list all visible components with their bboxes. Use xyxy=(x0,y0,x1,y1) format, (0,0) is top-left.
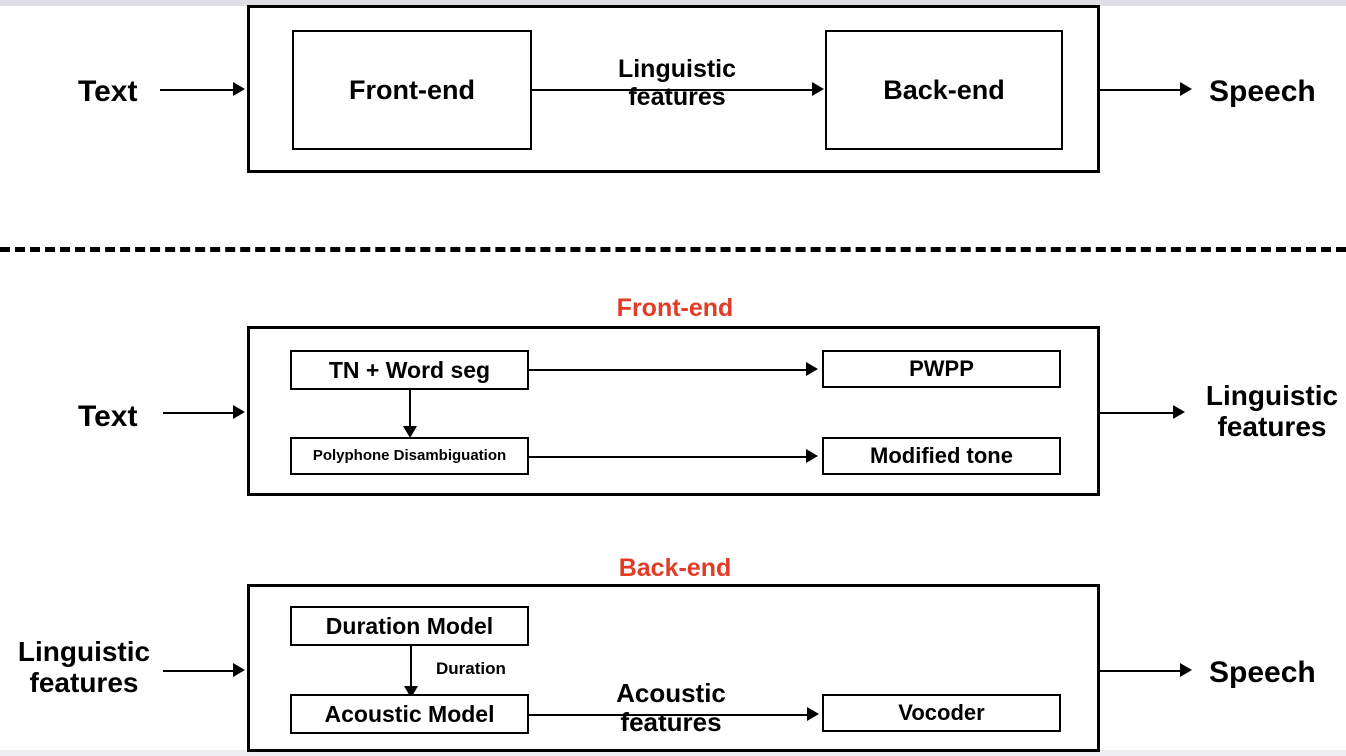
backend-output-arrow-line xyxy=(1100,670,1182,672)
frontend-output-arrow-line xyxy=(1100,412,1175,414)
backend-block-duration-model: Duration Model xyxy=(290,606,529,646)
overview-block-front-end: Front-end xyxy=(292,30,532,150)
frontend-output-arrowhead-icon xyxy=(1173,405,1185,419)
frontend-output-label: Linguistic features xyxy=(1205,380,1339,443)
backend-input-arrow-line xyxy=(163,670,234,672)
overview-input-label: Text xyxy=(78,75,138,108)
top-edge-strip xyxy=(0,0,1346,6)
frontend-polyphone-to-tone-line xyxy=(529,456,807,458)
overview-input-arrowhead-icon xyxy=(233,82,245,96)
backend-input-arrowhead-icon xyxy=(233,663,245,677)
backend-block-acoustic-model: Acoustic Model xyxy=(290,694,529,734)
frontend-block-pwpp: PWPP xyxy=(822,350,1061,388)
backend-block-vocoder: Vocoder xyxy=(822,694,1061,732)
frontend-tn-to-pwpp-line xyxy=(529,369,807,371)
overview-edge-label: Linguistic features xyxy=(617,55,737,111)
backend-input-label: Linguistic features xyxy=(17,636,151,699)
frontend-tn-to-polyphone-arrowhead-icon xyxy=(403,426,417,438)
frontend-tn-to-polyphone-line xyxy=(409,390,411,428)
frontend-input-arrow-line xyxy=(163,412,234,414)
backend-output-arrowhead-icon xyxy=(1180,663,1192,677)
frontend-block-tn-word-seg: TN + Word seg xyxy=(290,350,529,390)
overview-edge-line xyxy=(532,89,814,91)
bottom-edge-strip xyxy=(0,750,1346,756)
backend-heading: Back-end xyxy=(618,554,732,582)
overview-input-arrow-line xyxy=(160,89,234,91)
backend-duration-line xyxy=(410,646,412,688)
frontend-input-label: Text xyxy=(78,400,138,433)
overview-edge-arrowhead-icon xyxy=(812,82,824,96)
overview-output-label: Speech xyxy=(1209,75,1316,108)
frontend-polyphone-to-tone-arrowhead-icon xyxy=(806,449,818,463)
frontend-block-modified-tone: Modified tone xyxy=(822,437,1061,475)
section-divider xyxy=(0,247,1346,252)
frontend-block-polyphone-disambiguation: Polyphone Disambiguation xyxy=(290,437,529,475)
backend-acoustic-features-label: Acoustic features xyxy=(616,678,726,738)
backend-acoustic-to-vocoder-line xyxy=(529,714,809,716)
frontend-heading: Front-end xyxy=(616,294,734,322)
overview-output-arrow-line xyxy=(1100,89,1182,91)
backend-output-label: Speech xyxy=(1209,656,1316,689)
backend-acoustic-to-vocoder-arrowhead-icon xyxy=(807,707,819,721)
backend-duration-edge-label: Duration xyxy=(436,659,506,678)
frontend-tn-to-pwpp-arrowhead-icon xyxy=(806,362,818,376)
overview-block-back-end: Back-end xyxy=(825,30,1063,150)
overview-output-arrowhead-icon xyxy=(1180,82,1192,96)
frontend-input-arrowhead-icon xyxy=(233,405,245,419)
